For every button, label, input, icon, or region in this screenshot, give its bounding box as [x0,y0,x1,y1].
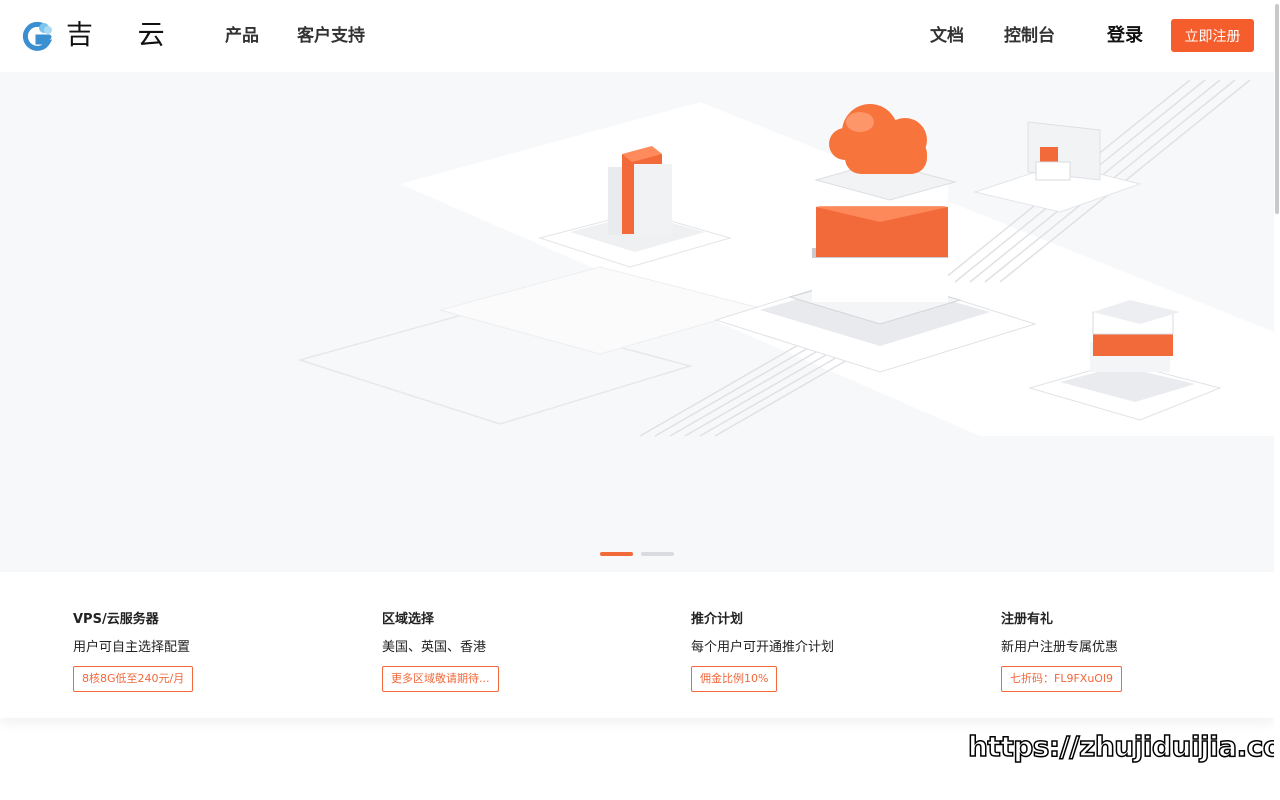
feature-referral: 推介计划 每个用户可开通推介计划 佣金比例10% [691,612,951,692]
top-navbar: 吉 云 产品 客户支持 文档 控制台 登录 立即注册 [0,0,1274,72]
feature-title: 推介计划 [691,612,744,627]
banner-illustration [297,79,1274,437]
feature-desc: 用户可自主选择配置 [73,640,191,655]
feature-tag[interactable]: 佣金比例10% [691,666,778,692]
feature-desc: 新用户注册专属优惠 [1001,640,1119,655]
hero-banner[interactable] [0,72,1274,572]
scrollbar-thumb[interactable] [1275,4,1279,214]
nav-products[interactable]: 产品 [225,26,259,46]
feature-vps: VPS/云服务器 用户可自主选择配置 8核8G低至240元/月 [73,612,333,692]
feature-tag[interactable]: 更多区域敬请期待... [382,666,499,692]
page-scrollbar[interactable] [1274,0,1280,800]
feature-tag[interactable]: 8核8G低至240元/月 [73,666,194,692]
main-nav: 产品 客户支持 [225,23,365,49]
user-nav: 文档 控制台 登录 立即注册 [890,19,1254,52]
feature-region: 区域选择 美国、英国、香港 更多区域敬请期待... [382,612,642,692]
logo-cloud-icon [22,21,52,51]
feature-tag[interactable]: 七折码：FL9FXuOl9 [1001,666,1123,692]
carousel-dot-2[interactable] [641,552,674,556]
nav-console[interactable]: 控制台 [1004,25,1055,46]
carousel-dot-1[interactable] [600,552,633,556]
feature-title: 注册有礼 [1001,612,1054,627]
logo-text: 吉 云 [66,20,183,51]
logo[interactable]: 吉 云 [22,18,183,54]
register-button[interactable]: 立即注册 [1171,19,1254,52]
feature-title: VPS/云服务器 [73,612,159,627]
nav-docs[interactable]: 文档 [930,25,964,46]
feature-desc: 每个用户可开通推介计划 [691,640,835,655]
nav-support[interactable]: 客户支持 [297,26,365,46]
login-link[interactable]: 登录 [1107,24,1143,46]
feature-signup-gift: 注册有礼 新用户注册专属优惠 七折码：FL9FXuOl9 [1001,612,1261,692]
watermark-text: https://zhujiduijia.com [967,729,1280,764]
feature-title: 区域选择 [382,612,435,627]
feature-strip: VPS/云服务器 用户可自主选择配置 8核8G低至240元/月 区域选择 美国、… [0,572,1274,718]
carousel-indicators [600,552,674,556]
feature-desc: 美国、英国、香港 [382,640,487,655]
